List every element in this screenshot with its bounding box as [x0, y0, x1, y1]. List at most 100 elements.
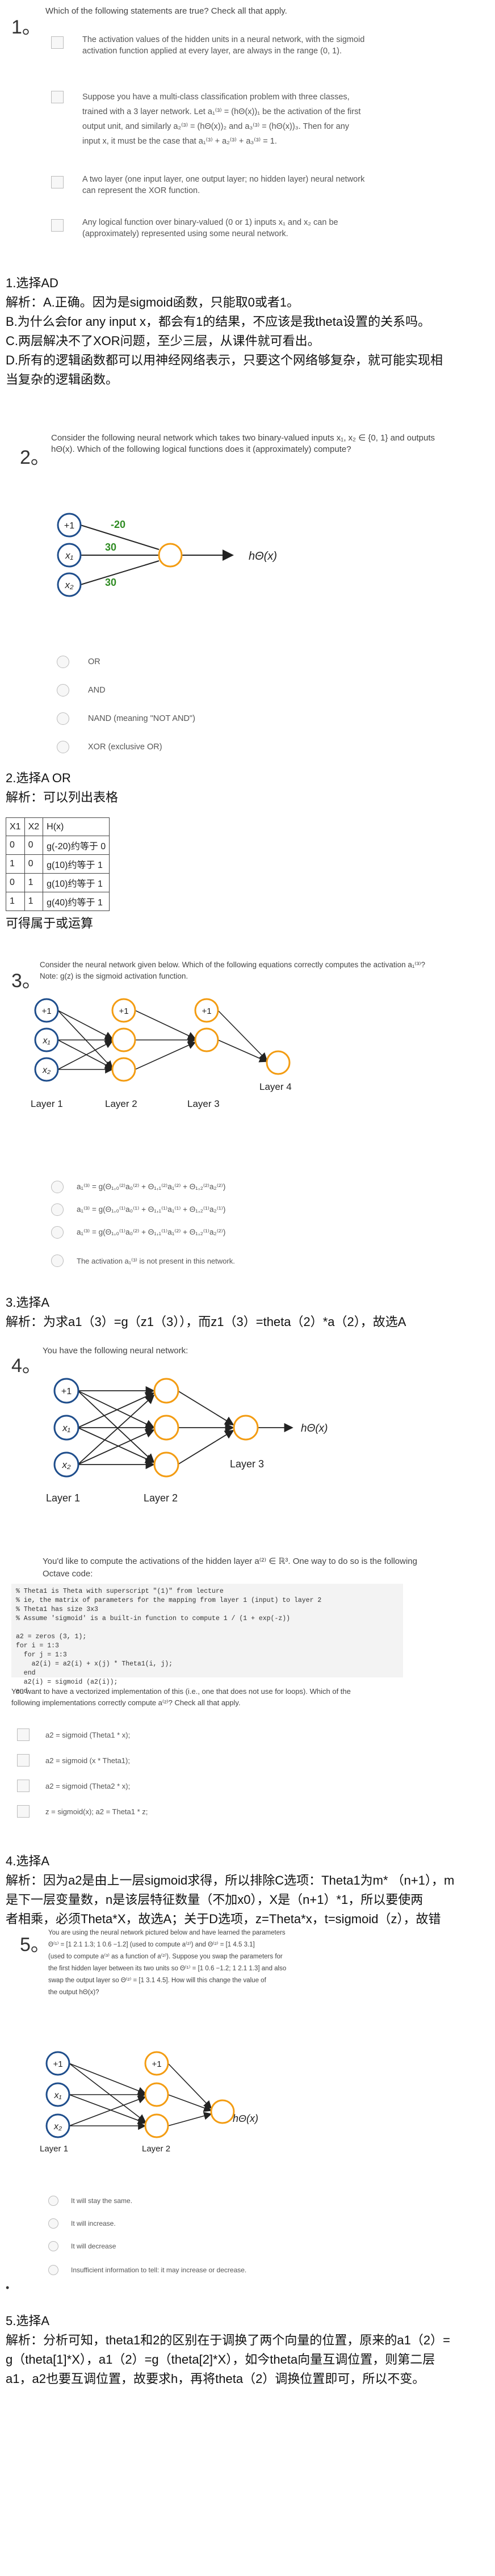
- q3-radio-2[interactable]: [51, 1203, 64, 1216]
- q5-number: 5。: [20, 1934, 50, 1956]
- table-cell: 1: [6, 854, 25, 874]
- q1-option-2: Suppose you have a multi-class classific…: [82, 93, 361, 146]
- table-cell: X1: [6, 817, 25, 836]
- q2-radio-1[interactable]: [57, 656, 69, 668]
- table-cell: 1: [6, 892, 25, 911]
- q4-option-3: a2 = sigmoid (Theta2 * x);: [45, 1782, 131, 1790]
- q5-option-2: It will increase.: [71, 2220, 116, 2227]
- q3-radio-3[interactable]: [51, 1226, 64, 1239]
- layer-label: Layer 3: [230, 1458, 264, 1470]
- q2-option-4: XOR (exclusive OR): [88, 742, 162, 752]
- q3-radio-4[interactable]: [51, 1255, 64, 1267]
- prompt-line: the output hΘ(x)?: [48, 1989, 99, 1996]
- q3-network-diagram: +1 x₁ x₂ +1 +1 Layer 1 Layer 2 Layer 3 L…: [31, 998, 292, 1109]
- layer-label: Layer 1: [31, 1098, 63, 1109]
- q4-option-4: z = sigmoid(x); a2 = Theta1 * z;: [45, 1807, 148, 1816]
- q4-prompt-3: You want to have a vectorized implementa…: [11, 1687, 351, 1707]
- table-cell: g(10)约等于 1: [43, 873, 110, 892]
- answer-line: 者相乘，必须Theta*X，故选A；关于D选项，z=Theta*x，t=sigm…: [6, 1912, 441, 1926]
- x2-label: x₂: [65, 580, 74, 590]
- q1-checkbox-3[interactable]: [51, 176, 64, 188]
- output-label: hΘ(x): [249, 550, 277, 563]
- q1-checkbox-1[interactable]: [51, 36, 64, 49]
- x2-node: [57, 572, 82, 597]
- answer-line: B.为什么会for any input x，都会有1的结果，不应该是我theta…: [6, 314, 431, 329]
- q2-number: 2。: [20, 447, 50, 468]
- prompt-line: (used to compute a⁽³⁾ as a function of a…: [48, 1953, 283, 1960]
- q3-option-4: The activation a₁⁽³⁾ is not present in t…: [77, 1257, 235, 1265]
- output-node: [158, 543, 183, 568]
- q1-option-4: Any logical function over binary-valued …: [82, 218, 338, 238]
- x1-node: [57, 543, 82, 568]
- bias-label: +1: [64, 521, 74, 531]
- q1-option-1: The activation values of the hidden unit…: [82, 35, 365, 56]
- answer-line: 4.选择A: [6, 1854, 50, 1868]
- q2-radio-3[interactable]: [57, 712, 69, 725]
- x1-label: x₁: [62, 1423, 70, 1433]
- code-text: % Theta1 is Theta with superscript "(1)"…: [16, 1588, 322, 1695]
- table-cell: H(x): [43, 817, 110, 836]
- weight-x1: 30: [105, 542, 116, 553]
- q1-checkbox-2[interactable]: [51, 91, 64, 103]
- bias-label: +1: [152, 2059, 161, 2069]
- q1-checkbox-4[interactable]: [51, 219, 64, 232]
- answer-line: 3.选择A: [6, 1295, 50, 1310]
- answer-line: D.所有的逻辑函数都可以用神经网络表示，只要这个网络够复杂，就可能实现相: [6, 353, 443, 367]
- q3-prompt: Consider the neural network given below.…: [40, 960, 426, 980]
- bias-label: +1: [41, 1006, 51, 1016]
- layer-label: Layer 2: [144, 1492, 178, 1504]
- q2-conclusion: 可得属于或运算: [6, 916, 94, 930]
- q4-checkbox-1[interactable]: [17, 1728, 30, 1741]
- q4-checkbox-4[interactable]: [17, 1805, 30, 1818]
- table-cell: g(-20)约等于 0: [43, 836, 110, 855]
- q5-prompt: You are using the neural network picture…: [48, 1927, 400, 1999]
- layer-label: Layer 3: [187, 1098, 220, 1109]
- q5-radio-3[interactable]: [48, 2241, 58, 2251]
- layer-label: Layer 2: [105, 1098, 137, 1109]
- bias-node: [57, 513, 82, 538]
- q5-option-4: Insufficient information to tell: it may…: [71, 2266, 247, 2274]
- answer-line: 1.选择AD: [6, 276, 58, 290]
- q2-radio-2[interactable]: [57, 684, 69, 697]
- weight-bias: -20: [111, 519, 125, 530]
- answer-line: g（theta[1]*X），a1（2）=g（theta[2]*X），如今thet…: [6, 2352, 435, 2367]
- q2-option-2: AND: [88, 686, 106, 695]
- q3-radio-1[interactable]: [51, 1181, 64, 1193]
- q4-prompt: You have the following neural network:: [43, 1346, 188, 1356]
- answer-line: 解析：分析可知，theta1和2的区别在于调换了两个向量的位置，原来的a1（2）…: [6, 2333, 450, 2347]
- prompt-line: You are using the neural network picture…: [48, 1929, 286, 1936]
- q4-answer: 4.选择A 解析：因为a2是由上一层sigmoid求得，所以排除C选项：Thet…: [6, 1852, 494, 1929]
- q5-option-1: It will stay the same.: [71, 2197, 133, 2205]
- q5-radio-1[interactable]: [48, 2196, 58, 2206]
- table-cell: 0: [24, 836, 44, 855]
- answer-line: 是下一层变量数，n是该层特征数量（不加x0），X是（n+1）*1，所以要使两: [6, 1893, 423, 1907]
- q3-option-1: a₁⁽³⁾ = g(Θ₁,₀⁽²⁾a₀⁽²⁾ + Θ₁,₁⁽²⁾a₁⁽²⁾ + …: [77, 1182, 226, 1191]
- q4-checkbox-3[interactable]: [17, 1780, 30, 1792]
- x1-label: x₁: [65, 550, 73, 561]
- prompt-line: Θ⁽¹⁾ = [1 2.1 1.3; 1 0.6 −1.2] (used to …: [48, 1941, 255, 1948]
- q2-option-1: OR: [88, 657, 100, 666]
- answer-line: 当复杂的逻辑函数。: [6, 372, 119, 387]
- q1-option-3: A two layer (one input layer, one output…: [82, 175, 365, 195]
- q5-radio-4[interactable]: [48, 2265, 58, 2275]
- layer-label: Layer 2: [142, 2144, 170, 2154]
- answer-line: a1，a2也要互调位置，故要求h，再将theta（2）调换位置即可，所以不变。: [6, 2372, 425, 2386]
- q2-network-diagram: +1 x₁ x₂ -20 30 30 hΘ(x): [57, 513, 277, 597]
- q3-answer: 3.选择A 解析：为求a1（3）=g（z1（3）），而z1（3）=theta（2…: [6, 1293, 406, 1332]
- output-label: hΘ(x): [233, 2113, 258, 2124]
- q2-prompt: Consider the following neural network wh…: [51, 433, 435, 454]
- bias-label: +1: [53, 2059, 62, 2069]
- table-cell: X2: [24, 817, 44, 836]
- layer-label: Layer 1: [46, 1492, 80, 1504]
- q1-number: 1。: [11, 16, 41, 38]
- q2-radio-4[interactable]: [57, 741, 69, 753]
- q5-radio-2[interactable]: [48, 2218, 58, 2229]
- q5-answer: 5.选择A 解析：分析可知，theta1和2的区别在于调换了两个向量的位置，原来…: [6, 2311, 494, 2389]
- bias-label: +1: [61, 1387, 72, 1396]
- q4-checkbox-2[interactable]: [17, 1754, 30, 1767]
- q4-prompt-2: You'd like to compute the activations of…: [43, 1556, 417, 1579]
